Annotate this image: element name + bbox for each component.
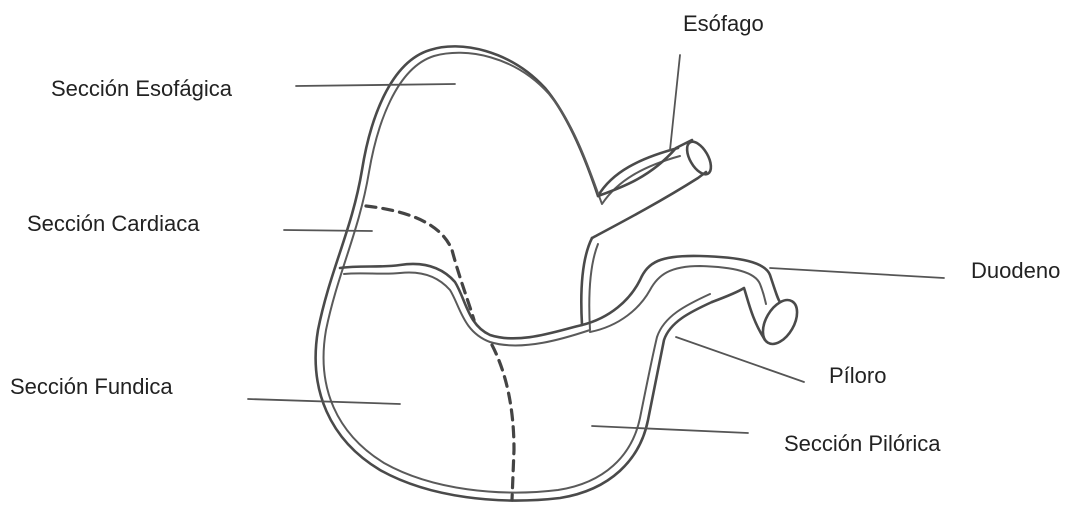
leader-piloro xyxy=(676,337,804,382)
label-seccion-cardiaca: Sección Cardiaca xyxy=(27,211,199,237)
leader-seccion-pilorica xyxy=(592,426,748,433)
duodenum-lower-edge xyxy=(712,288,765,340)
cardiac-dashed-line xyxy=(366,206,474,320)
stomach-outer-contour-inner xyxy=(324,53,710,493)
esophagus-opening xyxy=(682,138,716,178)
label-seccion-pilorica: Sección Pilórica xyxy=(784,431,941,457)
duodenum-arc-outer xyxy=(582,256,780,325)
duodenum-opening xyxy=(756,294,804,350)
label-duodeno: Duodeno xyxy=(971,258,1060,284)
label-seccion-fundica: Sección Fundica xyxy=(10,374,173,400)
label-esofago: Esófago xyxy=(683,11,764,37)
label-piloro: Píloro xyxy=(829,363,886,389)
label-seccion-esofagica: Sección Esofágica xyxy=(51,76,232,102)
leader-esofago xyxy=(670,55,680,150)
leader-seccion-esofagica xyxy=(296,84,455,86)
leader-seccion-cardiaca xyxy=(284,230,372,231)
leader-duodeno xyxy=(770,268,944,278)
fundic-pyloric-dashed-line xyxy=(492,345,514,500)
